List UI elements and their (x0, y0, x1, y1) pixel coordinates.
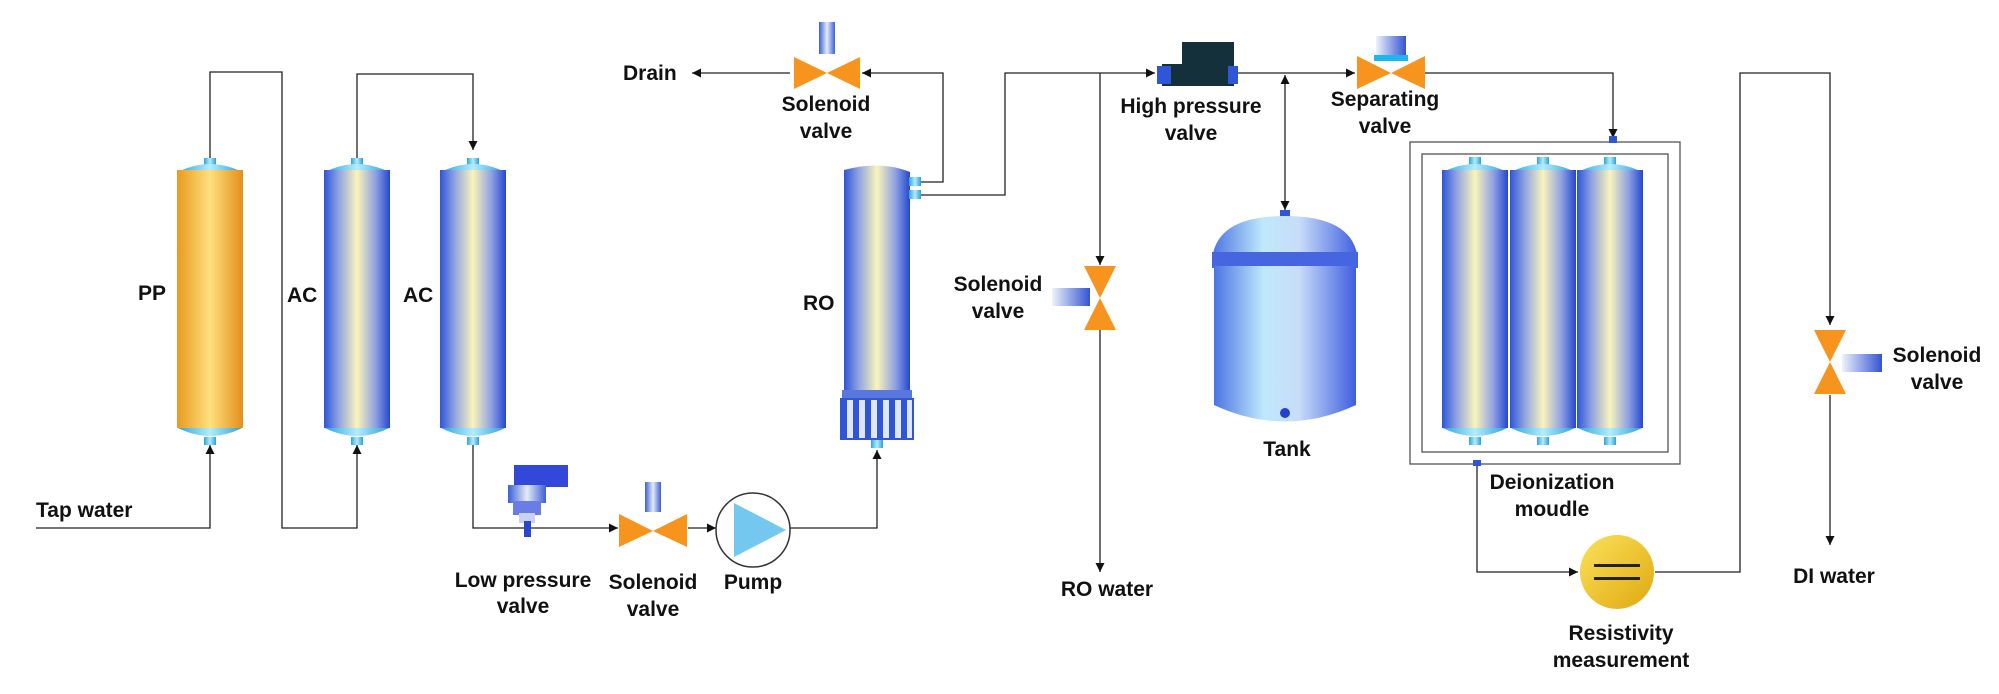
label-solenoid-ro-l2: valve (972, 300, 1025, 323)
label-resistivity-l1: Resistivity (1568, 622, 1673, 645)
pipe-pump-to-ro (790, 450, 882, 529)
label-separating-valve-l2: valve (1359, 115, 1412, 138)
label-low-pressure-valve-l1: Low pressure (455, 569, 592, 592)
label-pump: Pump (724, 571, 782, 594)
ro-membrane (840, 165, 921, 448)
label-solenoid-di-l2: valve (1911, 371, 1964, 394)
label-deionization-l1: Deionization (1490, 471, 1615, 494)
deionization-module (1409, 136, 1681, 466)
label-di-water: DI water (1793, 565, 1875, 588)
label-solenoid-di-l1: Solenoid (1893, 344, 1982, 367)
label-high-pressure-valve-l2: valve (1165, 122, 1218, 145)
pipe-separating-to-deionization (1425, 72, 1618, 138)
resistivity-meter-icon (1580, 535, 1654, 609)
pipe-ac1-to-ac2 (356, 73, 478, 160)
pipe-deionization-to-meter (1476, 460, 1578, 577)
label-solenoid-drain-l1: Solenoid (782, 93, 871, 116)
pump-icon (715, 492, 791, 568)
solenoid-valve-ro-icon (1052, 266, 1116, 330)
pipe-ro-to-drain-valve (862, 68, 944, 183)
deionization-cartridge-3 (1577, 157, 1643, 445)
label-tap-water: Tap water (36, 499, 132, 522)
label-pp: PP (138, 282, 166, 305)
label-ac-2: AC (403, 284, 433, 307)
solenoid-valve-di-icon (1814, 330, 1882, 394)
label-deionization-l2: moudle (1515, 498, 1590, 521)
label-ro: RO (803, 292, 835, 315)
low-pressure-valve-icon (508, 465, 568, 537)
solenoid-valve-drain-icon (794, 22, 860, 89)
tank-icon (1212, 210, 1358, 422)
label-high-pressure-valve-l1: High pressure (1120, 95, 1261, 118)
label-drain: Drain (623, 62, 677, 85)
labels: Tap water PP AC AC Low pressure valve So… (36, 62, 1981, 672)
ac-cartridge-1 (324, 158, 390, 445)
label-resistivity-l2: measurement (1553, 649, 1690, 672)
label-low-pressure-valve-l2: valve (497, 595, 550, 618)
label-separating-valve-l1: Separating (1331, 88, 1440, 111)
label-solenoid-pump-l1: Solenoid (609, 571, 698, 594)
label-tank: Tank (1263, 438, 1311, 461)
pipe-meter-to-di-solenoid (1655, 72, 1835, 573)
separating-valve-icon (1357, 36, 1425, 89)
pipe-pp-to-ac1 (209, 71, 362, 529)
high-pressure-valve-icon (1157, 42, 1238, 86)
ac-cartridge-2 (440, 158, 506, 445)
pipe-network (36, 68, 1835, 577)
deionization-cartridge-2 (1510, 157, 1576, 445)
label-solenoid-drain-l2: valve (800, 120, 853, 143)
label-ac-1: AC (287, 284, 317, 307)
pp-cartridge (177, 158, 243, 445)
pipe-ro-to-high-pressure (920, 68, 1155, 196)
label-solenoid-ro-l1: Solenoid (954, 273, 1043, 296)
pipe-ac2-to-solenoid (472, 440, 618, 533)
label-solenoid-pump-l2: valve (627, 598, 680, 621)
label-ro-water: RO water (1061, 578, 1153, 601)
solenoid-valve-pump-icon (619, 482, 687, 547)
pipe-tap-to-pp (36, 445, 215, 529)
deionization-cartridge-1 (1442, 157, 1508, 445)
